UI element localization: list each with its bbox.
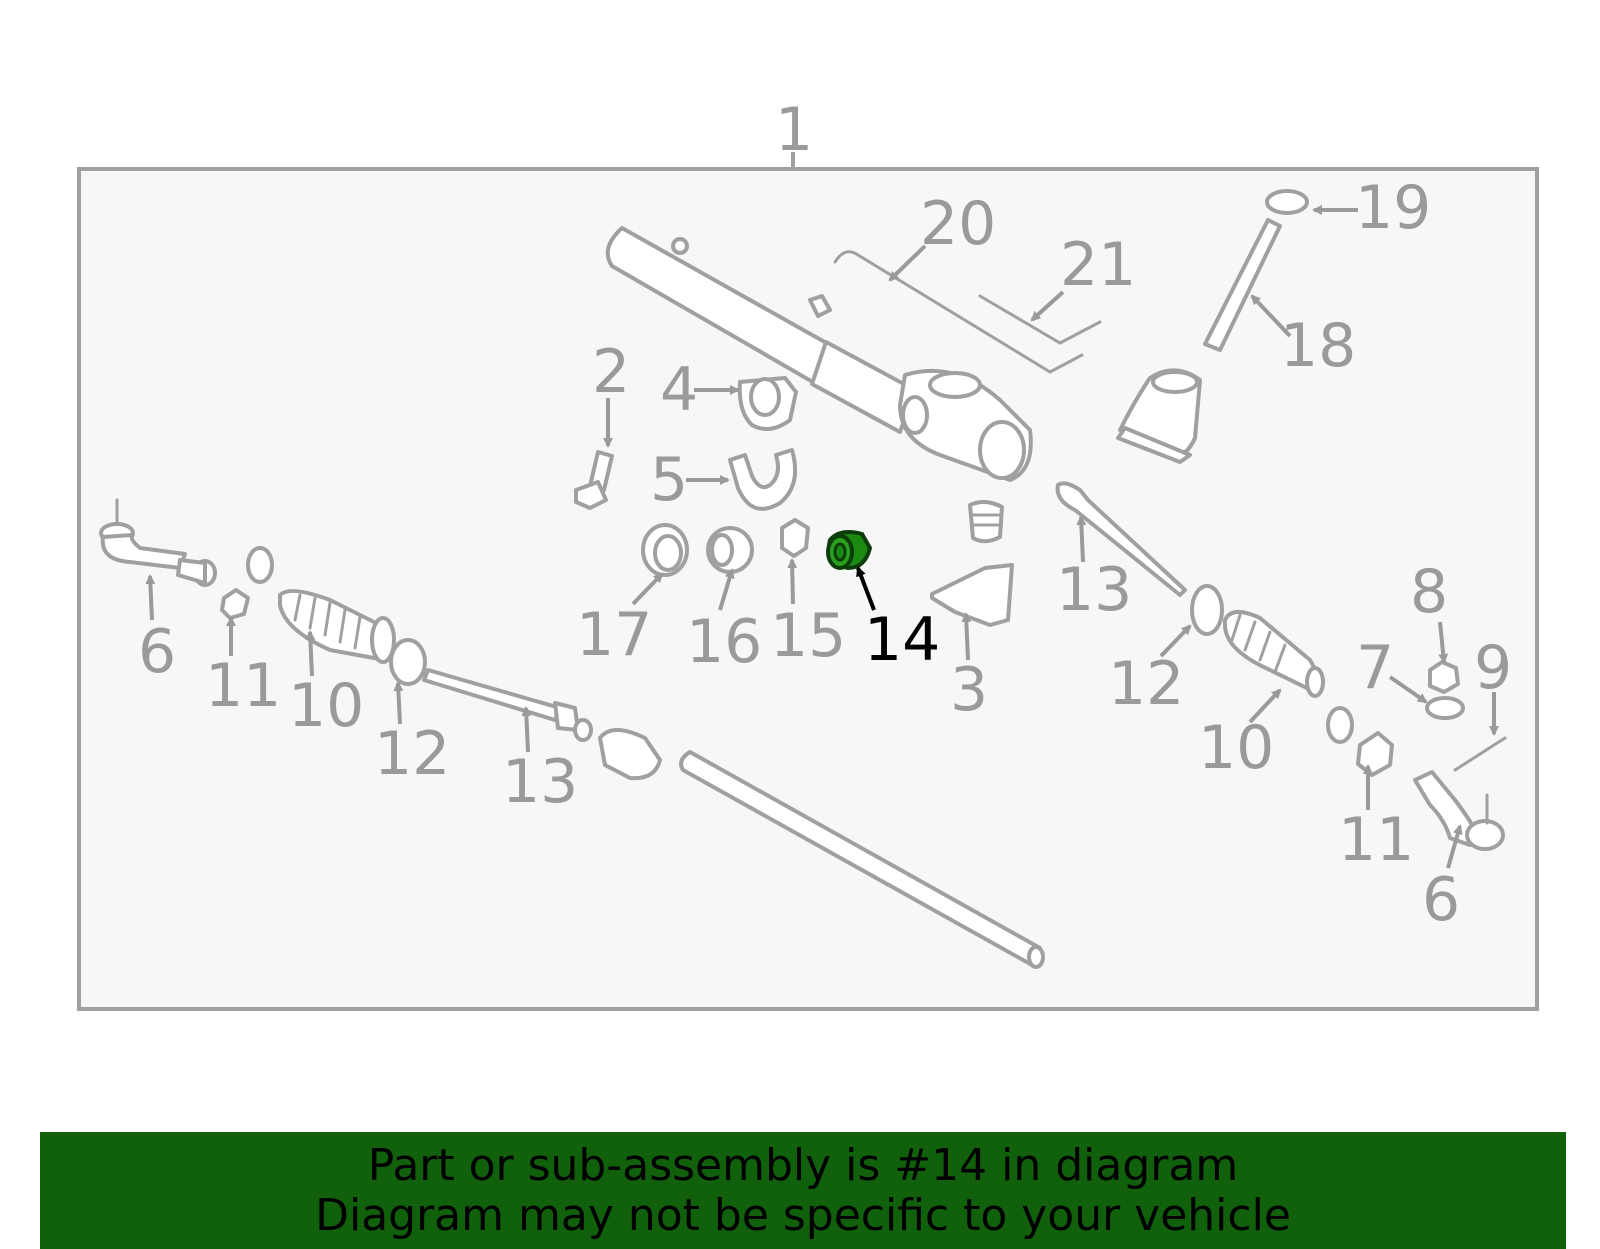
inner-tie-rod-13-right [1055, 481, 1187, 597]
boot-10-left [278, 589, 396, 664]
label-6-right: 6 [1422, 865, 1460, 935]
cotter-pin-9 [1453, 736, 1507, 772]
label-11-right: 11 [1338, 805, 1414, 875]
label-16: 16 [686, 607, 762, 677]
label-15: 15 [770, 601, 846, 671]
label-5: 5 [650, 445, 688, 515]
nut-11-left [220, 588, 250, 620]
label-12-right: 12 [1108, 649, 1184, 719]
label-14: 14 [864, 605, 940, 675]
leader-arrows [145, 205, 1499, 869]
clamp-5 [728, 448, 797, 511]
label-10-right: 10 [1198, 713, 1274, 783]
label-13-left: 13 [502, 747, 578, 817]
tie-rod-end-left-6 [99, 498, 217, 587]
banner-line-2: Diagram may not be specific to your vehi… [315, 1189, 1291, 1241]
banner-line-1: Part or sub-assembly is #14 in diagram [367, 1139, 1239, 1191]
label-2: 2 [592, 337, 630, 407]
ring-16 [706, 526, 754, 574]
pinion-valve-18 [1116, 218, 1282, 464]
label-13-right: 13 [1056, 555, 1132, 625]
clamp-12-right [1190, 584, 1224, 636]
bracket-3 [930, 563, 1014, 627]
seal-19 [1265, 189, 1309, 215]
rack-bar [679, 750, 1042, 967]
label-4: 4 [660, 355, 698, 425]
boot-10-right [1223, 610, 1325, 698]
clamp-12-left [389, 638, 427, 686]
washer-right [1326, 706, 1354, 744]
ring-17 [641, 523, 689, 577]
label-1: 1 [775, 95, 813, 165]
bushing-4 [737, 376, 798, 431]
nut-8 [1428, 660, 1460, 694]
grommet-3 [968, 500, 1004, 544]
label-19: 19 [1355, 173, 1431, 243]
label-9: 9 [1474, 633, 1512, 703]
pipe-20 [833, 250, 1084, 374]
label-12-left: 12 [374, 719, 450, 789]
info-banner: Part or sub-assembly is #14 in diagram D… [40, 1132, 1566, 1249]
bushing-left [598, 728, 662, 781]
label-20: 20 [920, 189, 996, 259]
label-8: 8 [1410, 557, 1448, 627]
label-21: 21 [1060, 230, 1136, 300]
label-3: 3 [950, 655, 988, 725]
bolt-2 [574, 450, 614, 510]
label-7: 7 [1356, 633, 1394, 703]
label-6-left: 6 [138, 617, 176, 687]
nut-15 [780, 518, 810, 558]
label-10-left: 10 [288, 671, 364, 741]
assembly-frame [77, 167, 1539, 1011]
washer-7 [1425, 696, 1465, 720]
part-14-highlighted [826, 530, 873, 571]
rack-housing [605, 226, 1033, 482]
washer-left [246, 546, 274, 584]
label-11-left: 11 [205, 651, 281, 721]
label-17: 17 [576, 600, 652, 670]
pipe-21 [978, 294, 1102, 345]
label-18: 18 [1280, 311, 1356, 381]
